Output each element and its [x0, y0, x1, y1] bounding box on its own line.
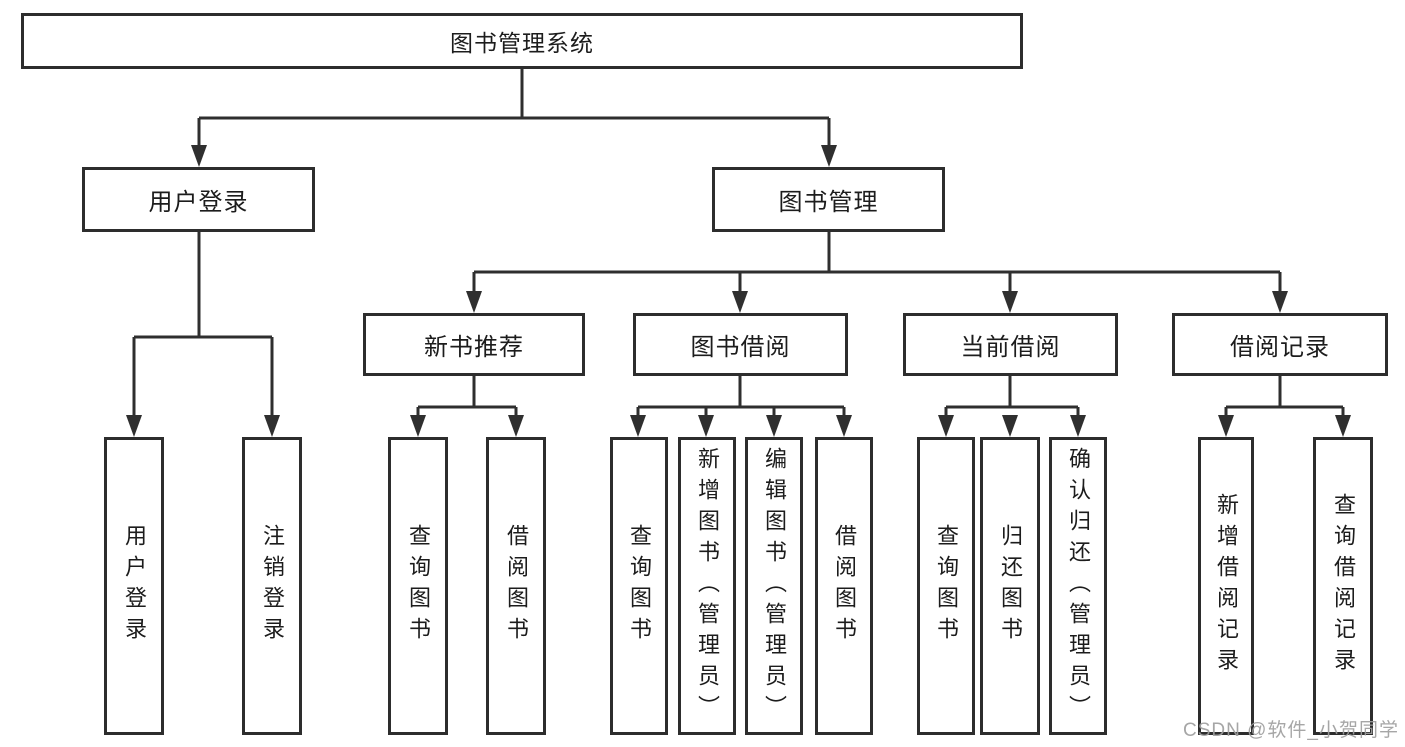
node-label: 查询图书 — [934, 524, 959, 648]
node-label: 新增图书（管理员） — [695, 446, 720, 726]
node-label: 新增借阅记录 — [1214, 493, 1239, 679]
node-current-borrowing: 当前借阅 — [903, 313, 1118, 376]
leaf-user-login: 用户登录 — [104, 437, 164, 735]
node-label: 确认归还（管理员） — [1066, 446, 1091, 726]
leaf-add-borrow-record: 新增借阅记录 — [1198, 437, 1254, 735]
node-label: 用户登录 — [148, 189, 249, 216]
leaf-return-books: 归还图书 — [980, 437, 1040, 735]
node-label: 新书推荐 — [424, 334, 524, 361]
leaf-confirm-return-admin: 确认归还（管理员） — [1049, 437, 1107, 735]
leaf-query-books-2: 查询图书 — [610, 437, 668, 735]
node-label: 查询图书 — [406, 524, 431, 648]
node-label: 归还图书 — [998, 524, 1023, 648]
node-label: 编辑图书（管理员） — [762, 446, 787, 726]
node-label: 用户登录 — [122, 524, 147, 648]
leaf-add-books-admin: 新增图书（管理员） — [678, 437, 736, 735]
node-label: 图书管理系统 — [450, 30, 594, 56]
node-label: 借阅记录 — [1230, 334, 1330, 361]
node-label: 查询借阅记录 — [1331, 493, 1356, 679]
node-new-book-recommendation: 新书推荐 — [363, 313, 585, 376]
leaf-query-books-1: 查询图书 — [388, 437, 448, 735]
node-borrowing-records: 借阅记录 — [1172, 313, 1388, 376]
node-label: 图书管理 — [778, 189, 879, 216]
node-label: 注销登录 — [260, 524, 285, 648]
node-library-management-system: 图书管理系统 — [21, 13, 1023, 69]
leaf-logout: 注销登录 — [242, 437, 302, 735]
node-label: 查询图书 — [627, 524, 652, 648]
node-label: 图书借阅 — [690, 334, 791, 361]
node-label: 借阅图书 — [504, 524, 529, 648]
csdn-watermark: CSDN @软件_小贺同学 — [1183, 720, 1399, 741]
node-label: 借阅图书 — [832, 524, 857, 648]
node-book-management: 图书管理 — [712, 167, 945, 232]
node-user-login: 用户登录 — [82, 167, 315, 232]
leaf-query-books-3: 查询图书 — [917, 437, 975, 735]
leaf-borrow-books-2: 借阅图书 — [815, 437, 873, 735]
leaf-borrow-books-1: 借阅图书 — [486, 437, 546, 735]
leaf-query-borrow-record: 查询借阅记录 — [1313, 437, 1373, 735]
leaf-edit-books-admin: 编辑图书（管理员） — [745, 437, 803, 735]
node-label: 当前借阅 — [960, 334, 1061, 361]
arrowheads — [126, 145, 1351, 437]
node-book-borrowing: 图书借阅 — [633, 313, 848, 376]
